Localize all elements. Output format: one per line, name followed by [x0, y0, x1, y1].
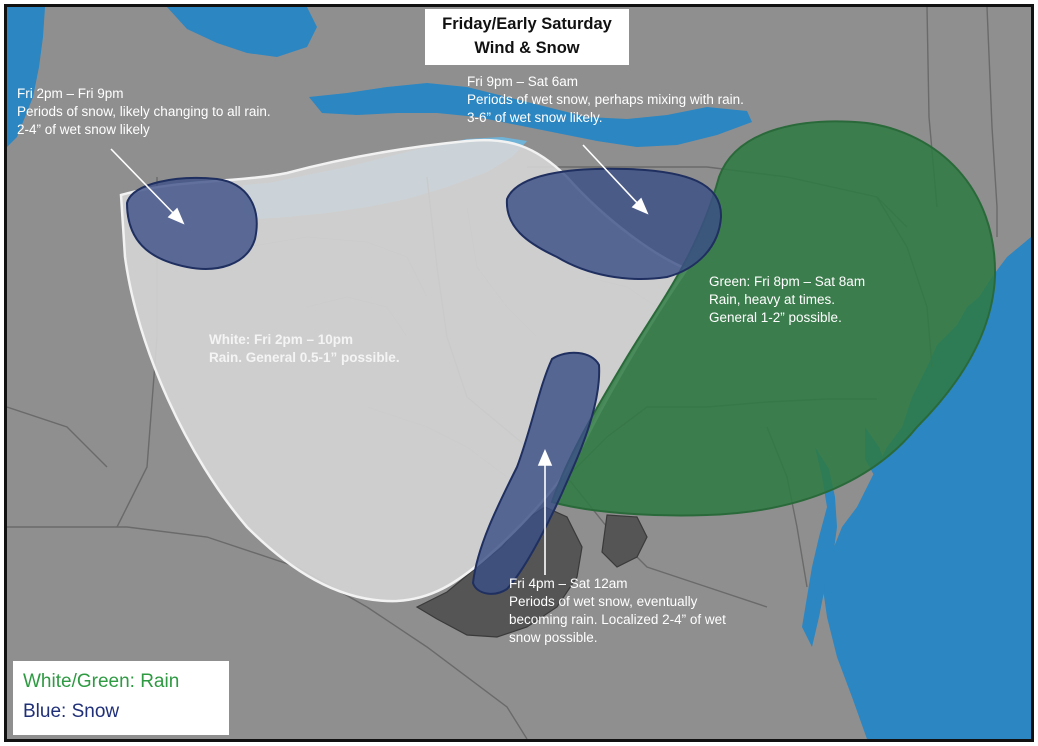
annotation-line: snow possible. — [509, 630, 598, 645]
snow-region-west — [125, 177, 258, 270]
annotation-line: Periods of snow, likely changing to all … — [17, 104, 271, 119]
annotation-time: Fri 2pm – Fri 9pm — [17, 86, 124, 101]
title-line-2: Wind & Snow — [474, 39, 580, 57]
annotation-line: Rain. General 0.5-1” possible. — [209, 350, 400, 365]
atlantic-ocean — [822, 237, 1031, 739]
map-title: Friday/Early Saturday Wind & Snow — [425, 9, 629, 65]
dark-county-cluster-east — [601, 514, 648, 568]
chesapeake-bay — [802, 447, 837, 647]
annotation-arrows — [110, 144, 649, 575]
annotation-green-rain: Green: Fri 8pm – Sat 8am Rain, heavy at … — [709, 273, 865, 327]
annotation-line: Periods of wet snow, perhaps mixing with… — [467, 92, 744, 107]
snow-region-ridge — [471, 351, 601, 595]
weather-map — [7, 7, 1031, 739]
annotation-time: Fri 4pm – Sat 12am — [509, 576, 628, 591]
rain-region-green — [550, 120, 997, 517]
lake-ontario — [309, 83, 752, 147]
annotation-north-snow: Fri 9pm – Sat 6am Periods of wet snow, p… — [467, 73, 744, 127]
annotation-time: Fri 9pm – Sat 6am — [467, 74, 579, 89]
annotation-time: Green: Fri 8pm – Sat 8am — [709, 274, 866, 289]
legend-rain: White/Green: Rain — [23, 671, 180, 692]
title-line-1: Friday/Early Saturday — [442, 15, 612, 33]
legend-snow: Blue: Snow — [23, 701, 120, 722]
map-legend: White/Green: Rain Blue: Snow — [13, 661, 229, 735]
lake-huron — [167, 7, 317, 57]
map-frame: Friday/Early Saturday Wind & Snow Fri 2p… — [4, 4, 1034, 742]
lake-michigan — [7, 7, 45, 147]
annotation-white-rain: White: Fri 2pm – 10pm Rain. General 0.5-… — [209, 331, 400, 367]
snow-region-north — [505, 167, 723, 280]
annotation-time: White: Fri 2pm – 10pm — [209, 332, 354, 347]
annotation-line: General 1-2” possible. — [709, 310, 842, 325]
annotation-line: 3-6” of wet snow likely. — [467, 110, 603, 125]
annotation-line: Rain, heavy at times. — [709, 292, 836, 307]
annotation-ridge-snow: Fri 4pm – Sat 12am Periods of wet snow, … — [509, 575, 726, 647]
annotation-west-snow: Fri 2pm – Fri 9pm Periods of snow, likel… — [17, 85, 271, 139]
annotation-line: becoming rain. Localized 2-4” of wet — [509, 612, 726, 627]
annotation-line: 2-4” of wet snow likely — [17, 122, 150, 137]
annotation-line: Periods of wet snow, eventually — [509, 594, 698, 609]
